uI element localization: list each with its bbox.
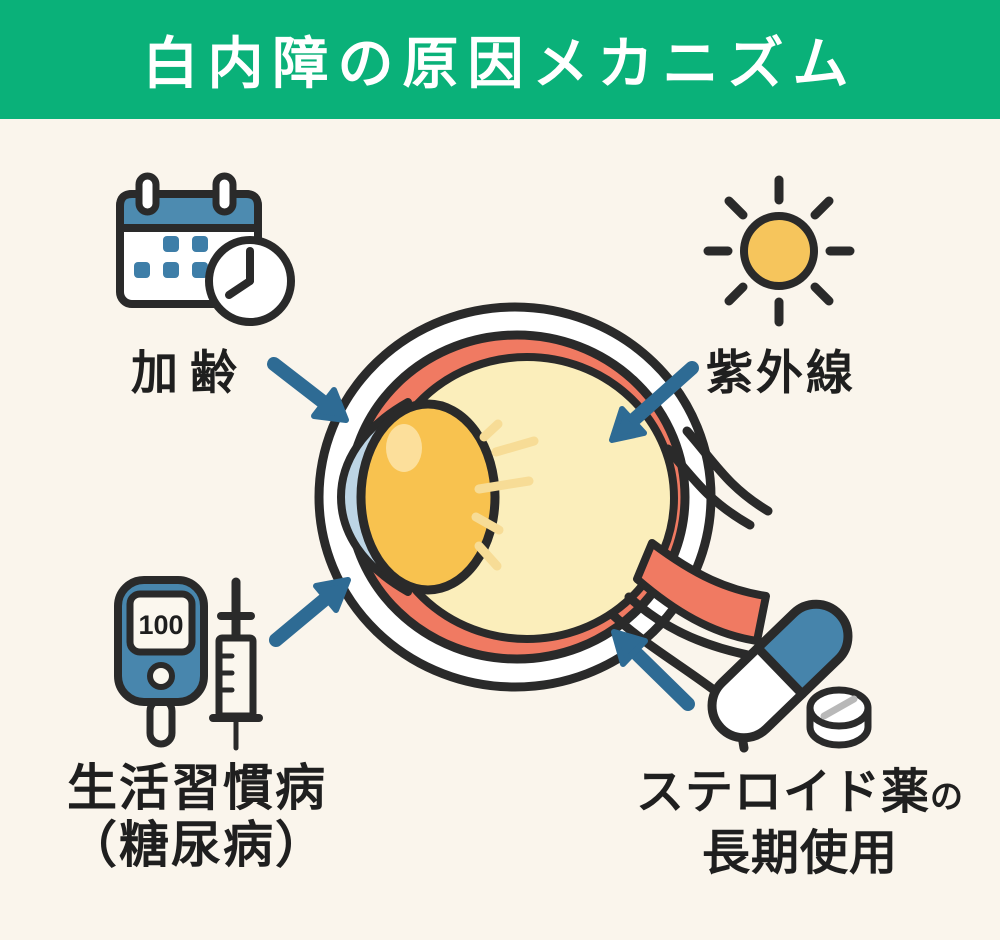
arrow-lifestyle: [269, 577, 351, 647]
meter-screen: [126, 590, 196, 656]
aging-label: 加齢: [131, 346, 249, 399]
lens: [356, 399, 500, 595]
capsule-tablet-icon: [707, 599, 872, 749]
light-rays: [471, 419, 539, 571]
steroid-label-line1: ステロイド薬の: [636, 764, 964, 825]
calendar-date-dots: [134, 236, 208, 278]
sun-icon: [703, 175, 855, 327]
glucose-meter-syringe-icon: 100: [114, 576, 263, 751]
optic-nerve-trunk: [633, 539, 770, 645]
lifestyle-disease-label: 生活習慣病 （糖尿病）: [67, 760, 327, 874]
meter-button: [147, 662, 175, 690]
syringe: [209, 577, 263, 751]
lifestyle-label-line1: 生活習慣病: [67, 760, 327, 816]
lens-highlight: [386, 424, 422, 472]
syringe-barrel: [215, 634, 257, 720]
tablet: [806, 686, 872, 749]
steroid-label-suffix: の: [930, 778, 965, 815]
meter-reading: 100: [138, 610, 183, 640]
steroid-label-line2: 長期使用: [701, 827, 899, 880]
capsule: [707, 599, 853, 743]
eye-cross-section: [314, 302, 773, 753]
page-title: 白内障の原因メカニズム: [142, 32, 858, 95]
arrow-aging: [267, 357, 349, 423]
clock-hand-hour: [225, 277, 254, 299]
steroid-label: ステロイド薬の 長期使用: [636, 764, 964, 882]
uv-label: 紫外線: [706, 346, 856, 399]
tablet-score-line: [820, 695, 858, 720]
sheath-line-lower-1: [624, 592, 753, 660]
sun-rays: [703, 175, 855, 327]
lifestyle-label-line2: （糖尿病）: [67, 817, 327, 873]
calendar-clock-icon: [116, 172, 295, 326]
sheath-line-upper-2: [663, 444, 755, 530]
title-banner: 白内障の原因メカニズム: [0, 0, 1000, 119]
meter-test-strip: [146, 696, 176, 748]
steroid-label-main: ステロイド薬: [635, 766, 931, 819]
cause-arrows: [267, 357, 699, 711]
sheath-line-upper-1: [682, 426, 773, 516]
arrow-steroid: [611, 629, 695, 711]
arrow-uv: [609, 361, 699, 443]
calendar-ring-left: [135, 172, 160, 216]
calendar-ring-right: [212, 172, 237, 216]
sun-disc: [740, 212, 818, 290]
